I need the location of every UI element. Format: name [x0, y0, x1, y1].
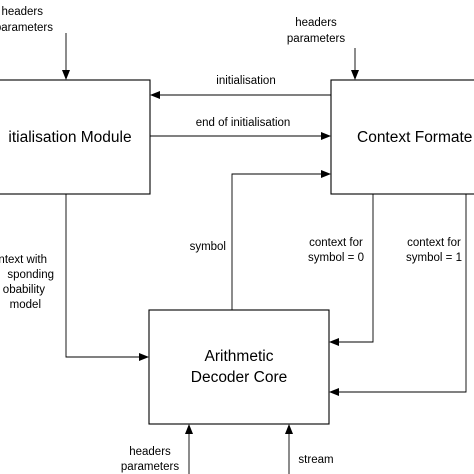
initialisation-module-box [0, 79, 151, 195]
context-symbol1-label-line1: context for [407, 237, 461, 249]
symbol-arrowhead [321, 170, 331, 178]
probability-model-arrowhead [139, 353, 149, 361]
initialisation-module-title: itialisation Module [8, 129, 131, 146]
initialisation-arrowhead [150, 91, 160, 99]
init-headers-label: headers [1, 6, 43, 18]
probability-model-label-line4: model [10, 299, 41, 311]
stream-arrowhead [285, 424, 293, 434]
probability-model-label-line1: ntext with [0, 254, 47, 266]
core-parameters-label: parameters [121, 461, 179, 473]
core-headers-arrowhead [185, 424, 193, 434]
fmt-headers-arrowhead [351, 70, 359, 80]
context-formatter-title: Context Formate [357, 129, 472, 146]
context-symbol1-arrowhead [329, 388, 339, 396]
initialisation-label: initialisation [216, 75, 275, 87]
init-parameters-label: parameters [0, 22, 53, 34]
context-symbol0-label-line1: context for [309, 237, 363, 249]
probability-model-label-line2: sponding [7, 269, 54, 281]
context-symbol1-arrow-line [337, 194, 467, 393]
end-of-initialisation-label: end of initialisation [196, 117, 291, 129]
symbol-label: symbol [190, 241, 226, 253]
fmt-parameters-label: parameters [287, 33, 345, 45]
decoder-core-title-line2: Decoder Core [191, 369, 288, 386]
context-symbol0-label-line2: symbol = 0 [308, 252, 364, 264]
core-headers-label: headers [129, 446, 171, 458]
probability-model-arrow-line [65, 194, 141, 358]
context-symbol0-arrowhead [329, 338, 339, 346]
stream-label: stream [298, 454, 333, 466]
context-formatter-box [330, 79, 474, 195]
init-headers-arrowhead [62, 70, 70, 80]
symbol-arrow-line [231, 173, 323, 310]
context-symbol1-label-line2: symbol = 1 [406, 252, 462, 264]
arithmetic-decoder-core-box [148, 309, 330, 425]
context-symbol0-arrow-line [337, 194, 374, 343]
probability-model-label-line3: obability [3, 284, 45, 296]
fmt-headers-label: headers [295, 17, 337, 29]
decoder-core-title-line1: Arithmetic [205, 348, 274, 365]
end-of-initialisation-arrowhead [321, 132, 331, 140]
